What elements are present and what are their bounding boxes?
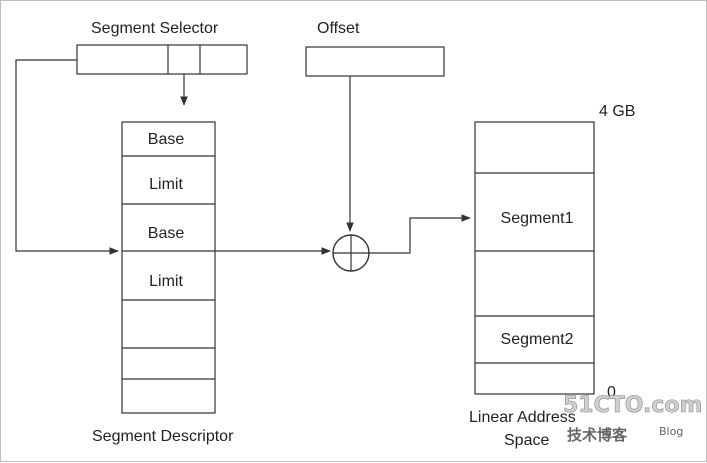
- offset-box: [305, 46, 445, 77]
- zero-label: 0: [607, 384, 616, 401]
- segment-selector-label: Segment Selector: [91, 20, 219, 37]
- offset-label: Offset: [317, 20, 360, 37]
- segment-descriptor-table: [121, 121, 216, 414]
- watermark-subtitle: 技术博客: [567, 426, 628, 444]
- adder-to-linear-arrow: [369, 214, 471, 254]
- linear-address-space: [474, 121, 595, 395]
- segment1-label: Segment1: [501, 210, 574, 227]
- segment-descriptor-label: Segment Descriptor: [92, 428, 234, 445]
- adder-symbol: [332, 234, 370, 272]
- segment-selector-box: [76, 44, 248, 75]
- descriptor-field-base: Base: [148, 131, 185, 148]
- linear-address-label-line1: Linear Address: [469, 409, 576, 426]
- 4gb-label: 4 GB: [599, 103, 635, 120]
- watermark-blog: Blog: [659, 425, 683, 438]
- descriptor-field-base: Base: [148, 225, 185, 242]
- selector-loop-arrow: [15, 59, 119, 255]
- descriptor-field-limit: Limit: [149, 273, 183, 290]
- segment2-label: Segment2: [501, 331, 574, 348]
- watermark-brand: 51CTO.com: [563, 393, 702, 418]
- watermark-logo: 51CTO.com 技术博客 Blog: [563, 393, 703, 444]
- linear-address-label-line2: Space: [504, 432, 549, 449]
- descriptor-field-limit: Limit: [149, 176, 183, 193]
